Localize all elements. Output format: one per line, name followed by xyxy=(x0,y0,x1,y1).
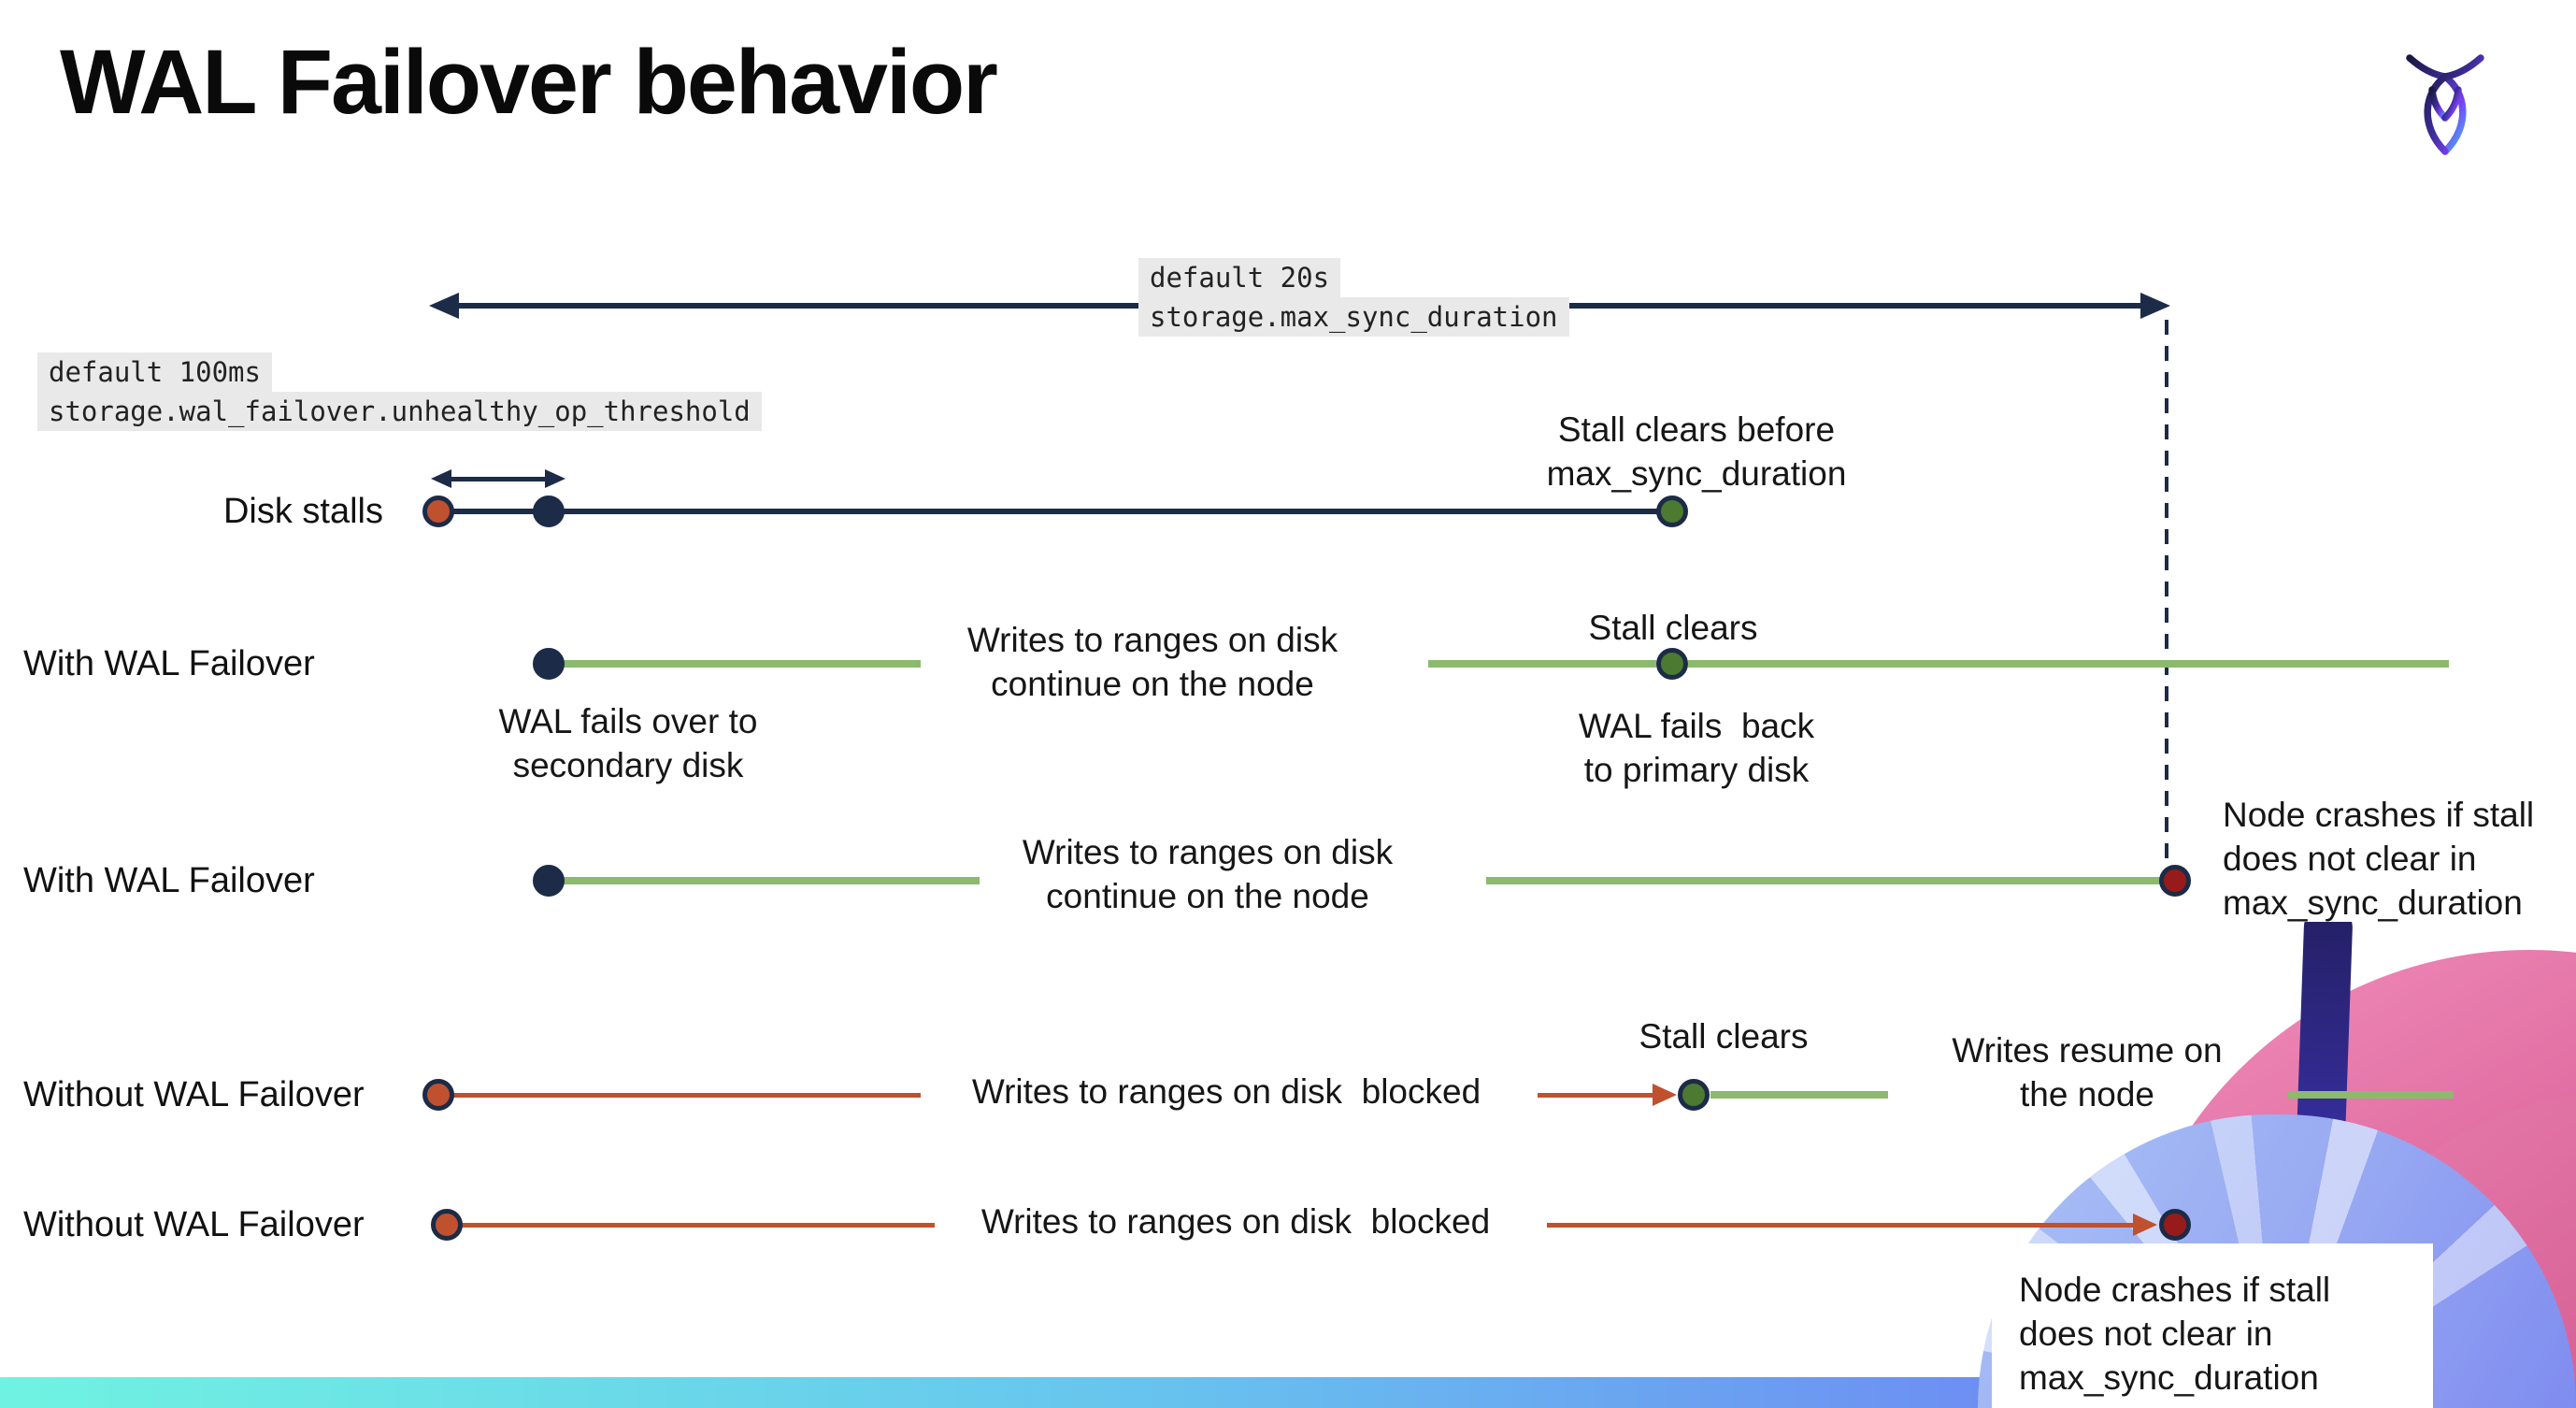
green-line-row2-a xyxy=(561,660,921,668)
annotation-writes-resume: Writes resume on the node xyxy=(1952,1031,2223,1113)
annotation-writes-blocked-row5: Writes to ranges on disk blocked xyxy=(980,1202,1491,1241)
green-line-row3-b xyxy=(1486,877,2161,884)
red-line-row4-a xyxy=(441,1093,921,1098)
row-label-with-wal-failover-2: With WAL Failover xyxy=(23,861,315,900)
annotation-stall-clears-row4: Stall clears xyxy=(1639,1017,1809,1056)
failover-dot-row2 xyxy=(533,648,565,680)
max-sync-default-label: default 20s xyxy=(1138,258,1341,297)
arrow-left-head-icon xyxy=(429,293,459,319)
green-line-row3-a xyxy=(561,877,980,884)
max-sync-setting-label: storage.max_sync_duration xyxy=(1138,297,1569,337)
red-arrow-head-row5-icon xyxy=(2133,1214,2157,1236)
deadline-dashed-line xyxy=(2165,320,2168,868)
annotation-writes-continue-row2: Writes to ranges on disk continue on the… xyxy=(966,621,1338,703)
row-label-with-wal-failover-1: With WAL Failover xyxy=(23,644,315,683)
annotation-stall-clears-before: Stall clears before max_sync_duration xyxy=(1546,410,1847,493)
failover-dot-row3 xyxy=(533,865,565,897)
node-crash-dot-row5 xyxy=(2159,1209,2191,1241)
red-arrow-head-row4-icon xyxy=(1653,1084,1677,1106)
row-label-disk-stalls: Disk stalls xyxy=(222,492,383,531)
green-line-row2-b xyxy=(1428,660,1656,668)
row-label-without-wal-failover-1: Without WAL Failover xyxy=(23,1075,365,1114)
green-line-row4-a xyxy=(1710,1091,1888,1099)
annotation-wal-fails-over: WAL fails over to secondary disk xyxy=(498,702,758,784)
unhealthy-op-setting-label: storage.wal_failover.unhealthy_op_thresh… xyxy=(37,392,762,431)
disk-stalls-line xyxy=(439,509,1658,514)
unhealthy-op-default-label: default 100ms xyxy=(37,352,272,392)
threshold-arrow-right-head-icon xyxy=(545,469,565,488)
annotation-node-crashes-row3: Node crashes if stall does not clear in … xyxy=(2223,796,2535,922)
red-arrow-line-row5 xyxy=(1547,1223,2134,1228)
stall-clears-dot-row1 xyxy=(1656,496,1688,527)
red-arrow-line-row4 xyxy=(1538,1093,1654,1098)
green-line-row2-c xyxy=(1688,660,2449,668)
green-line-row4-b xyxy=(2288,1091,2454,1099)
annotation-node-crashes-row5: Node crashes if stall does not clear in … xyxy=(2019,1271,2331,1397)
threshold-arrow-line xyxy=(447,477,550,481)
annotation-stall-clears-row2: Stall clears xyxy=(1588,609,1758,647)
arrow-right-head-icon xyxy=(2140,293,2170,319)
stall-clears-dot-row4 xyxy=(1678,1079,1710,1111)
annotation-wal-fails-back: WAL fails back to primary disk xyxy=(1578,707,1815,789)
node-crash-dot-row3 xyxy=(2159,865,2191,897)
annotation-writes-continue-row3: Writes to ranges on disk continue on the… xyxy=(1022,833,1394,915)
node-crash-note-box: Node crashes if stall does not clear in … xyxy=(1992,1243,2433,1408)
stall-clears-dot-row2 xyxy=(1656,648,1688,680)
stall-start-dot-row4 xyxy=(422,1079,454,1111)
threshold-dot xyxy=(533,496,565,527)
row-label-without-wal-failover-2: Without WAL Failover xyxy=(23,1205,365,1244)
stall-start-dot-row5 xyxy=(431,1209,463,1241)
annotation-writes-blocked-row4: Writes to ranges on disk blocked xyxy=(971,1072,1481,1111)
threshold-arrow-left-head-icon xyxy=(431,469,451,488)
red-line-row5-a xyxy=(450,1223,935,1228)
stall-start-dot xyxy=(422,496,454,527)
page-title: WAL Failover behavior xyxy=(60,31,998,133)
cockroachdb-logo-icon xyxy=(2398,45,2492,160)
